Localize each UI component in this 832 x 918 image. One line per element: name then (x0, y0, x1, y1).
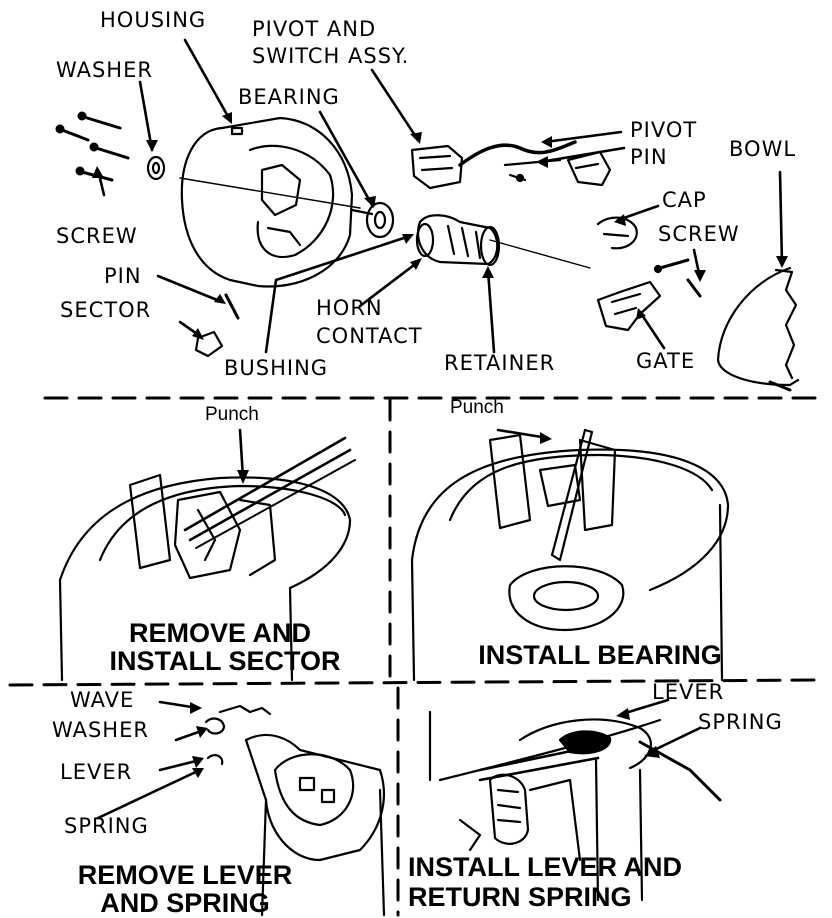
screw-group (55, 111, 130, 182)
sector-panel-caption-line2: INSTALL SECTOR (109, 646, 341, 676)
lever-install-caption-line1: INSTALL LEVER AND (408, 852, 683, 882)
label-bowl: BOWL (729, 137, 797, 161)
label-gate: GATE (636, 349, 696, 373)
label-pivot-pin-line1: PIVOT (630, 118, 698, 142)
label-bearing: BEARING (238, 85, 340, 109)
lever-remove-lever-label: LEVER (60, 760, 133, 784)
bushing-part (416, 214, 499, 266)
lever-install-caption-line2: RETURN SPRING (408, 882, 632, 912)
label-horn-line2: CONTACT (316, 324, 423, 348)
label-pivot-switch-line2: SWITCH ASSY. (252, 44, 410, 68)
label-pivot-switch-line1: PIVOT AND (252, 17, 377, 41)
retainer-part (479, 225, 501, 267)
label-screw-left: SCREW (56, 224, 138, 248)
label-washer: WASHER (56, 58, 153, 82)
housing-part (180, 116, 354, 288)
label-housing: HOUSING (100, 8, 207, 32)
lever-install-lever-label: LEVER (652, 680, 725, 704)
sector-part (194, 330, 224, 358)
lever-remove-caption-line1: REMOVE LEVER (77, 860, 293, 890)
cap-part (596, 216, 638, 250)
washer-part (146, 155, 166, 181)
label-pin: PIN (104, 264, 142, 288)
label-retainer: RETAINER (444, 351, 556, 375)
label-horn-line1: HORN (316, 296, 383, 320)
bearing-part (365, 201, 395, 239)
label-screw-right: SCREW (658, 222, 740, 246)
label-sector: SECTOR (60, 298, 152, 322)
label-bushing: BUSHING (224, 356, 329, 380)
lever-remove-wave-line2: WASHER (52, 718, 149, 742)
label-cap: CAP (662, 188, 707, 212)
sector-panel-caption-line1: REMOVE AND (128, 618, 311, 648)
lever-remove-wave-line1: WAVE (70, 688, 135, 712)
divider-horizontal-bottom (8, 678, 822, 687)
bearing-panel-punch-label: Punch (450, 397, 504, 418)
sector-panel-punch-label: Punch (205, 404, 259, 425)
gate-part (596, 280, 662, 332)
lever-remove-caption-line2: AND SPRING (100, 888, 270, 918)
label-pivot-pin-line2: PIN (630, 145, 668, 169)
bowl-part (716, 266, 800, 387)
lever-remove-spring-label: SPRING (64, 814, 149, 838)
bearing-panel-caption: INSTALL BEARING (478, 640, 722, 670)
lever-install-spring-label: SPRING (698, 710, 783, 734)
pivot-switch-part (410, 144, 464, 190)
